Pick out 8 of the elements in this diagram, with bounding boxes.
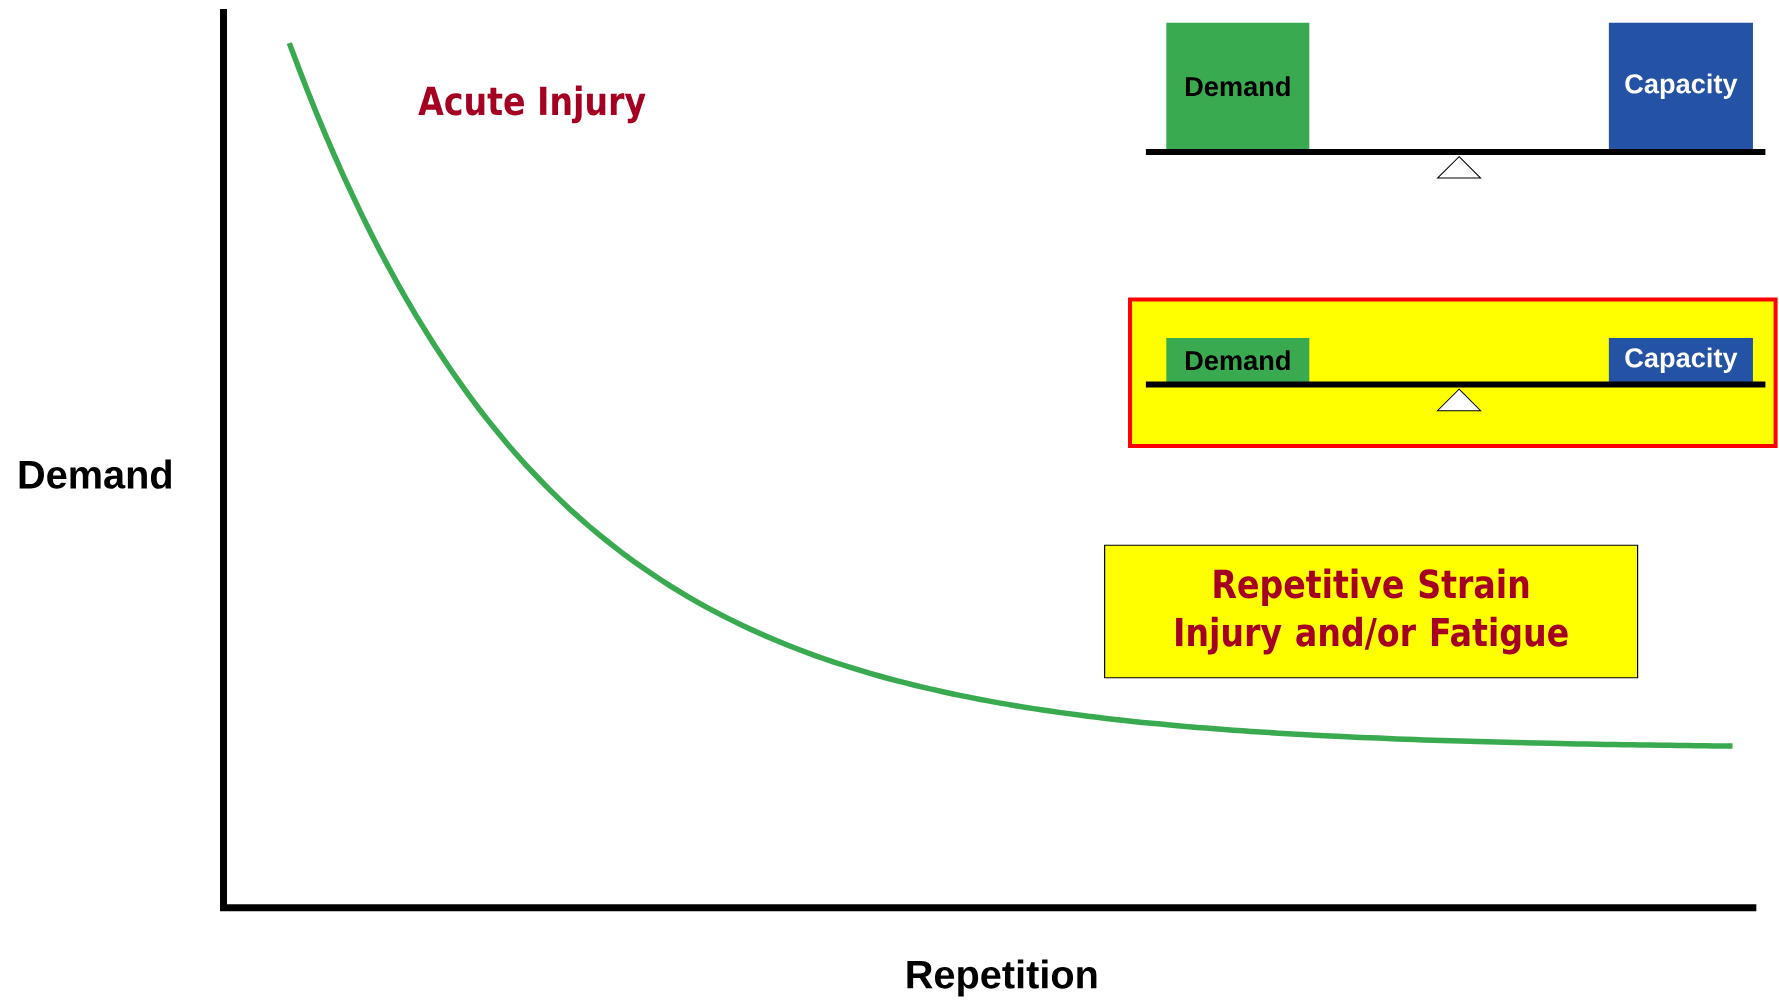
axis-label: Repetition	[907, 959, 1097, 997]
weight-box: Demand	[1166, 338, 1310, 383]
weight-box: Capacity	[1608, 22, 1753, 150]
weight-box: Demand	[1166, 22, 1310, 150]
axis-label: Demand	[19, 459, 171, 489]
heading-text: Acute Injury	[418, 85, 646, 124]
weight-box: Capacity	[1608, 338, 1753, 383]
label-box: Repetitive Strain Injury and/or Fatigue	[1104, 544, 1639, 679]
